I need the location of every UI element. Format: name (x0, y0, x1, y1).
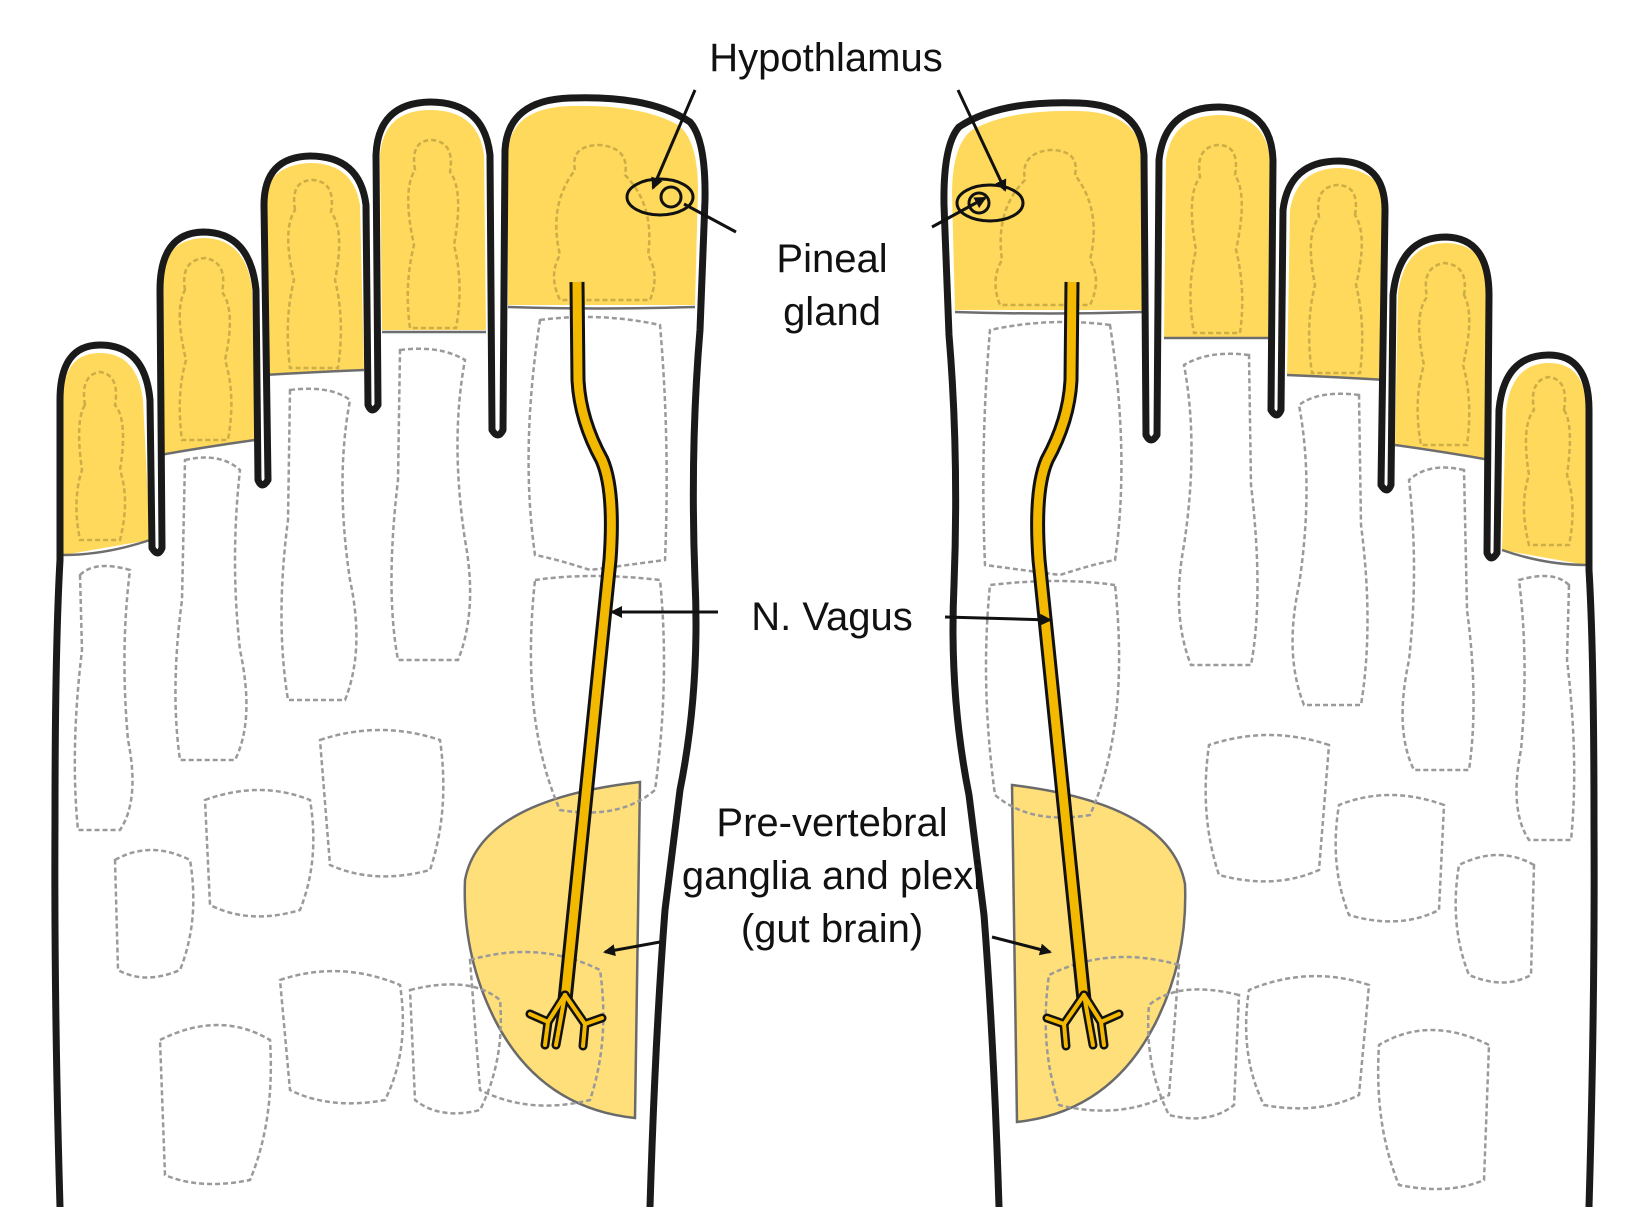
hypothalamus-label: Hypothlamus (709, 36, 942, 80)
vagus-arrow-right (944, 613, 1052, 626)
right-hypothalamus-marker (955, 183, 1025, 223)
hypothalamus-arrow-right (956, 89, 1007, 192)
right-toe-zone-5 (1502, 363, 1586, 565)
vagus-label: N. Vagus (751, 595, 913, 639)
left-toe-zone-boundaries (62, 305, 696, 557)
prevertebral-label-line1: Pre-vertebral (716, 801, 947, 845)
left-toe-zone-3 (264, 163, 364, 375)
right-gut-brain-zone (1010, 783, 1187, 1124)
right-big-toe-zone (952, 110, 1142, 311)
left-toe-zone-5 (63, 353, 150, 555)
hypothalamus-arrow-left (651, 89, 697, 190)
pineal-label-line1: Pineal (776, 237, 887, 281)
left-bones (73, 138, 668, 1186)
left-toe-zone-2 (380, 110, 486, 330)
annotation-arrows (603, 89, 1052, 957)
left-toe-zone-4 (160, 238, 255, 455)
right-toe-zone-4 (1395, 243, 1490, 460)
right-toe-zone-2 (1164, 115, 1270, 338)
right-bones (982, 143, 1576, 1191)
right-vagus-nerve (1030, 281, 1124, 1051)
right-toe-zone-3 (1287, 168, 1386, 380)
right-foot-outline (940, 99, 1598, 1207)
gut-brain-arrow-right (991, 935, 1052, 956)
prevertebral-label-line2: ganglia and plexi (682, 854, 982, 898)
left-pineal-marker (659, 185, 683, 209)
left-big-toe-zone (508, 105, 698, 306)
left-gut-brain-zone (463, 780, 642, 1120)
pineal-label-line2: gland (783, 290, 881, 334)
right-pineal-marker (967, 191, 991, 215)
left-foot-outline (51, 94, 709, 1207)
pineal-arrow-left (683, 202, 737, 234)
pineal-arrow-right (931, 196, 987, 229)
left-vagus-nerve (525, 281, 619, 1051)
right-toe-zone-boundaries (954, 310, 1587, 567)
gut-brain-arrow-left (603, 940, 661, 957)
prevertebral-label-line3: (gut brain) (741, 907, 923, 951)
right-foot (940, 99, 1598, 1207)
left-foot (51, 94, 709, 1207)
